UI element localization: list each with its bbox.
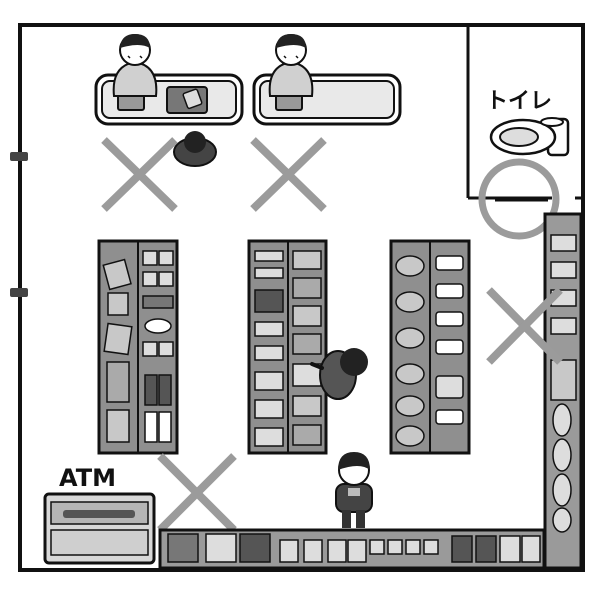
door-mark-bottom <box>10 288 28 297</box>
cashier-2-mark <box>250 137 327 212</box>
toilet-mark <box>478 158 560 240</box>
cashier-person-icon <box>268 34 314 97</box>
toilet-icon <box>489 117 570 157</box>
shelf-b <box>247 239 328 455</box>
customer-person-icon <box>173 131 217 167</box>
toilet-room: トイレ <box>466 27 581 240</box>
atm-machine-icon <box>43 492 156 565</box>
cashier-1-mark <box>101 137 178 212</box>
atm-mark <box>157 453 237 533</box>
cashier-person-icon <box>112 34 158 97</box>
bottom-shelf <box>158 528 546 570</box>
drinks-mark <box>486 287 563 365</box>
toilet-label: トイレ <box>486 89 552 114</box>
customer-person-icon <box>335 452 373 528</box>
door-mark-top <box>10 152 28 161</box>
shelf-a <box>97 239 179 455</box>
atm-label: ATM <box>59 464 116 492</box>
customer-person-icon <box>310 348 368 400</box>
shelf-c <box>389 239 471 455</box>
drinks-shelf <box>543 212 583 570</box>
